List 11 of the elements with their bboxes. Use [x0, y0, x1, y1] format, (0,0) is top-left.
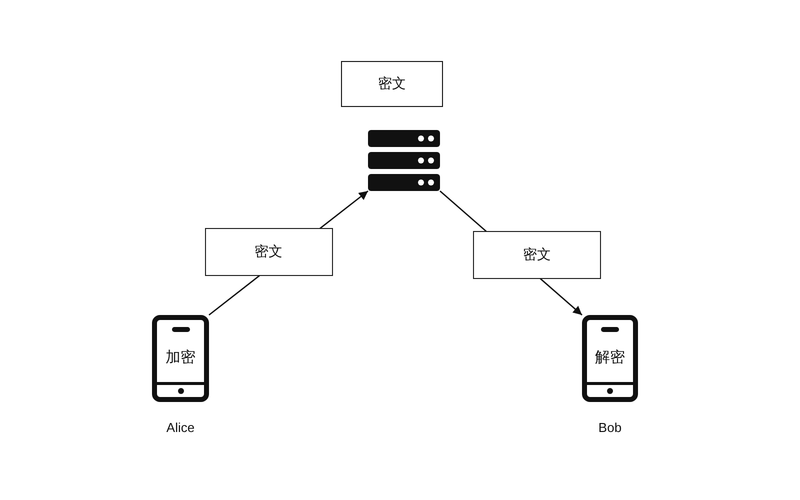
box-text: 密文	[378, 76, 406, 92]
edge-label: 密文	[473, 231, 601, 279]
phone	[582, 315, 638, 402]
edge-label: 密文	[204, 228, 332, 276]
phone	[152, 315, 209, 402]
user-name: Bob	[598, 420, 622, 436]
user-name: Alice	[166, 420, 195, 436]
text-box	[341, 61, 443, 107]
server-icon	[368, 130, 440, 191]
phone-screen-text: 解密	[595, 348, 625, 366]
phone-screen-text: 加密	[166, 348, 196, 366]
